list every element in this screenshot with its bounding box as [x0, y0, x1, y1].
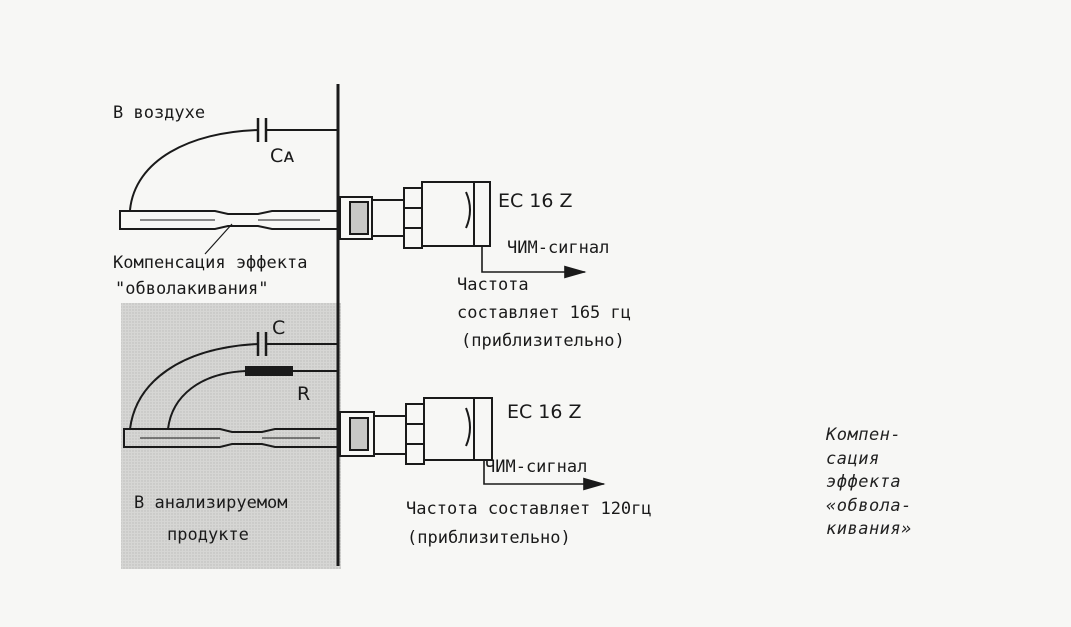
caption-line: «обвола-	[826, 495, 912, 516]
lower-circuit	[129, 332, 338, 430]
resistor-r-label: R	[297, 383, 310, 405]
upper-circuit	[129, 118, 338, 211]
upper-signal-arrow	[481, 246, 587, 279]
caption-line: Компен-	[826, 425, 902, 445]
product-label-line1: В анализируемом	[134, 493, 288, 513]
lower-device-label: EC 16 Z	[507, 401, 582, 423]
lower-signal-arrow	[483, 460, 606, 491]
caption-line: эффекта	[826, 472, 902, 492]
product-label-line2: продукте	[167, 525, 249, 545]
compensation-leader	[204, 223, 233, 255]
lower-freq-line1: Частота составляет 120гц	[406, 499, 652, 519]
compensation-line2: "обволакивания"	[115, 279, 269, 299]
compensation-line1: Компенсация эффекта	[113, 253, 307, 273]
air-label: В воздухе	[113, 103, 205, 123]
lower-signal-label: ЧИМ-сигнал	[485, 457, 587, 477]
capacitor-c-label: C	[272, 317, 285, 339]
lower-probe	[123, 397, 493, 465]
upper-signal-label: ЧИМ-сигнал	[507, 238, 609, 258]
upper-freq-line3: (приблизительно)	[461, 331, 625, 351]
upper-freq-line2: составляет 165 гц	[457, 303, 631, 323]
caption-line: кивания»	[826, 519, 912, 539]
capacitor-ca-label: Cᴀ	[270, 145, 295, 167]
lower-freq-line2: (приблизительно)	[407, 528, 571, 548]
upper-probe	[119, 181, 491, 249]
upper-freq-line1: Частота	[457, 275, 529, 295]
caption-line: сация	[826, 448, 880, 469]
upper-device-label: EC 16 Z	[498, 190, 573, 212]
figure-caption: Компен- сация эффекта «обвола- кивания»	[826, 424, 1046, 542]
